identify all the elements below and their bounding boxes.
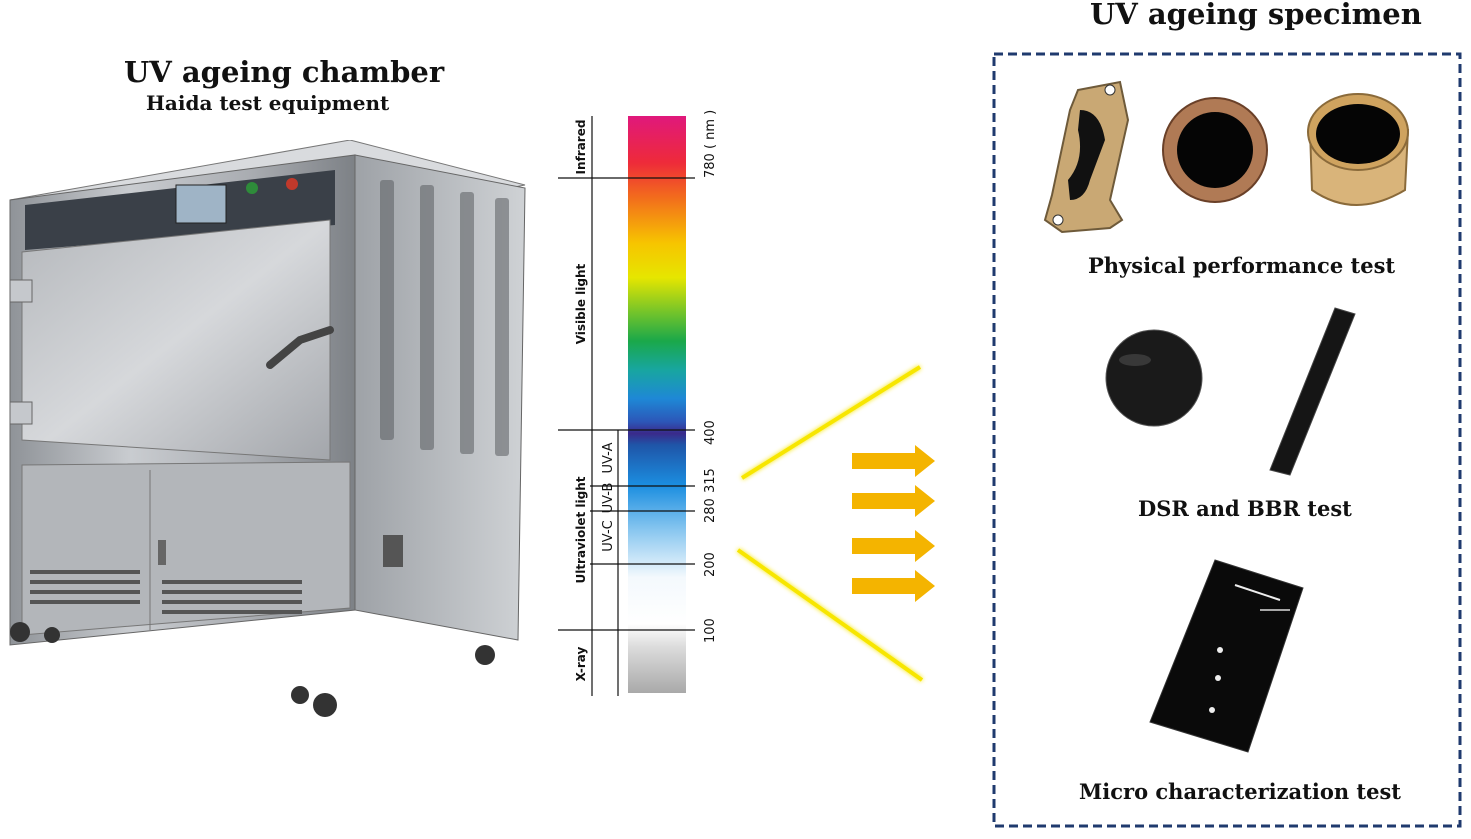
uv-band-label-uva: UV-A [601, 442, 616, 473]
arrow-3 [852, 530, 935, 562]
arrow-4 [852, 570, 935, 602]
region-label-visible: Visible light [574, 263, 588, 344]
uv-irradiation-graphic [736, 365, 935, 682]
touch-screen [175, 184, 227, 224]
specimen-title: UV ageing specimen [1090, 0, 1422, 31]
ductility-mold-specimen [1043, 80, 1130, 234]
ring-specimen-flat [1162, 97, 1268, 203]
dsr-specimen [1105, 329, 1203, 427]
cup-specimen [1307, 93, 1410, 206]
micro-specimen-film [1149, 559, 1304, 753]
specimen-frame [992, 52, 1462, 828]
electromagnetic-spectrum: Infrared Visible light Ultraviolet light… [558, 110, 718, 696]
caption-physical-performance: Physical performance test [1088, 253, 1396, 278]
chamber-subtitle: Haida test equipment [146, 91, 390, 115]
light-ray-lower [736, 548, 924, 682]
spectrum-bar [628, 116, 686, 693]
door-handle [266, 326, 334, 369]
arrow-2 [852, 485, 935, 517]
region-label-ultraviolet: Ultraviolet light [574, 476, 588, 583]
wavelength-label-315: 315 [703, 468, 718, 493]
wavelength-label-100: 100 [703, 618, 718, 643]
uv-chamber-illustration [9, 140, 526, 717]
region-label-infrared: Infrared [574, 120, 588, 175]
uv-band-label-uvb: UV-B [601, 483, 616, 514]
caption-dsr-bbr: DSR and BBR test [1138, 496, 1352, 521]
arrow-1 [852, 445, 935, 477]
irradiation-arrows [852, 445, 935, 602]
region-label-xray: X-ray [574, 646, 588, 681]
wavelength-label-780: 780 ( nm ) [703, 110, 718, 178]
side-vents [380, 180, 509, 456]
wavelength-label-400: 400 [703, 420, 718, 445]
bbr-specimen [1269, 307, 1356, 476]
light-ray-upper [740, 365, 922, 480]
uv-band-label-uvc: UV-C [601, 520, 616, 551]
caption-micro-characterization: Micro characterization test [1079, 779, 1401, 804]
chamber-title: UV ageing chamber [124, 55, 445, 89]
wavelength-label-200: 200 [703, 552, 718, 577]
wavelength-label-280: 280 [703, 498, 718, 523]
